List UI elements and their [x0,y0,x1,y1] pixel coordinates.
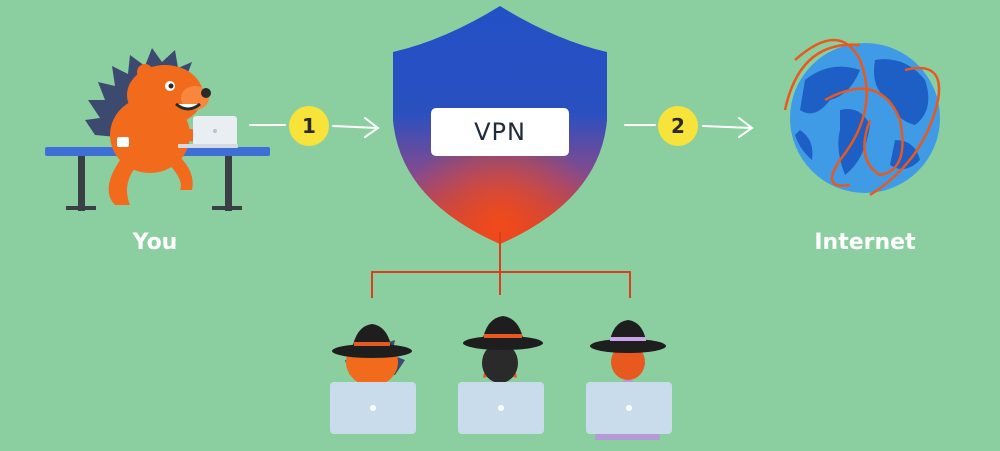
arrow-right-icon [624,117,754,138]
step-number: 2 [671,114,685,138]
hacker-icon [332,324,412,386]
globe-icon [783,38,941,197]
laptop-icon [458,382,544,434]
hacker-connector [371,232,631,298]
laptop-icon [586,382,672,434]
step-badge-2: 2 [658,106,698,146]
vpn-label-box: VPN [431,108,569,156]
hedgehog-user-icon [45,48,270,211]
laptop-icon [330,382,416,434]
vpn-label: VPN [474,118,526,146]
arrow-right-icon [249,117,380,138]
step-number: 1 [302,114,316,138]
step-badge-1: 1 [289,106,329,146]
internet-label: Internet [814,230,916,255]
you-label: You [132,230,178,255]
hacker-icon [463,316,543,383]
